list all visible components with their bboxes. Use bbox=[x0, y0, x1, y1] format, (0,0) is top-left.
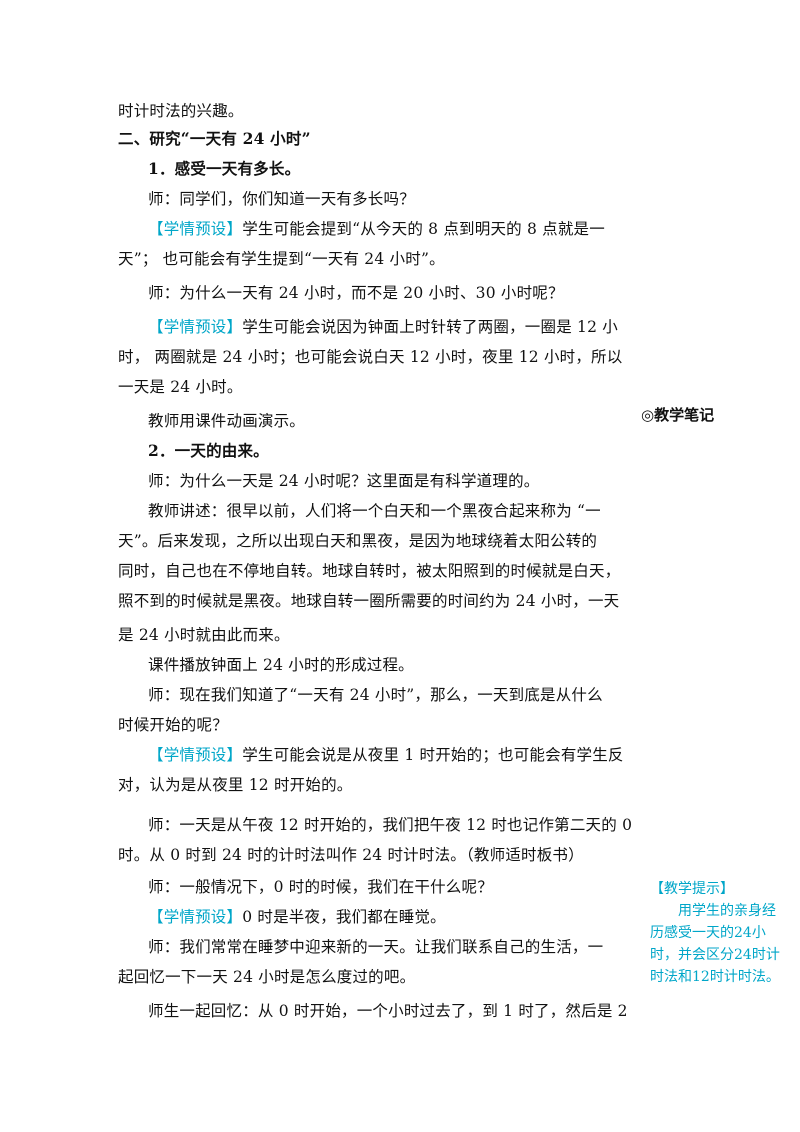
text-line: 课件播放钟面上 24 小时的形成过程。 bbox=[118, 654, 668, 676]
line-text: 时候开始的呢？ bbox=[118, 716, 228, 734]
text-line: 时计时法的兴趣。 bbox=[118, 100, 638, 122]
text-line: 【学情预设】0 时是半夜，我们都在睡觉。 bbox=[118, 906, 668, 928]
text-line: 时。从 0 时到 24 时的计时法叫作 24 时计时法。（教师适时板书） bbox=[118, 844, 638, 866]
text-line: 二、研究“一天有 24 小时” bbox=[118, 128, 638, 150]
line-text: 师生一起回忆：从 0 时开始，一个小时过去了，到 1 时了，然后是 2 bbox=[148, 1002, 628, 1020]
line-text: 师：为什么一天是 24 小时呢？这里面是有科学道理的。 bbox=[148, 472, 540, 490]
preset-tag: 【学情预设】 bbox=[148, 746, 243, 764]
text-line: 天”； 也可能会有学生提到“一天有 24 小时”。 bbox=[118, 248, 638, 270]
line-text: 一天是 24 小时。 bbox=[118, 378, 243, 396]
line-text: 同时，自己也在不停地自转。地球自转时，被太阳照到的时候就是白天， bbox=[118, 562, 621, 580]
text-line: 师：现在我们知道了“一天有 24 小时”，那么，一天到底是从什么 bbox=[118, 684, 668, 706]
teaching-notes-label: ◎教学笔记 bbox=[641, 406, 715, 424]
line-text: 学生可能会说因为钟面上时针转了两圈，一圈是 12 小 bbox=[242, 318, 618, 336]
line-text: 教师用课件动画演示。 bbox=[148, 412, 306, 430]
text-line: 教师用课件动画演示。 bbox=[118, 410, 668, 432]
text-line: 师生一起回忆：从 0 时开始，一个小时过去了，到 1 时了，然后是 2 bbox=[118, 1000, 668, 1022]
preset-tag: 【学情预设】 bbox=[148, 220, 243, 238]
line-text: 是 24 小时就由此而来。 bbox=[118, 626, 290, 644]
text-line: 【学情预设】学生可能会说是从夜里 1 时开始的；也可能会有学生反 bbox=[118, 744, 668, 766]
line-text: 师：为什么一天有 24 小时，而不是 20 小时、30 小时呢？ bbox=[148, 284, 564, 302]
line-text: 照不到的时候就是黑夜。地球自转一圈所需要的时间约为 24 小时，一天 bbox=[118, 592, 620, 610]
text-line: 一天是 24 小时。 bbox=[118, 376, 638, 398]
line-text: 二、研究“一天有 24 小时” bbox=[118, 129, 311, 148]
teaching-tip-body: 用学生的亲身经历感受一天的24小时，并会区分24时计时法和12时计时法。 bbox=[650, 903, 780, 985]
text-line: 时候开始的呢？ bbox=[118, 714, 638, 736]
text-line: 同时，自己也在不停地自转。地球自转时，被太阳照到的时候就是白天， bbox=[118, 560, 638, 582]
line-text: 师：一般情况下，0 时的时候，我们在干什么呢？ bbox=[148, 878, 493, 896]
text-line: 【学情预设】学生可能会提到“从今天的 8 点到明天的 8 点就是一 bbox=[118, 218, 668, 240]
line-text: 教师讲述：很早以前，人们将一个白天和一个黑夜合起来称为 “一 bbox=[148, 502, 601, 520]
preset-tag: 【学情预设】 bbox=[148, 908, 243, 926]
line-text: 师：我们常常在睡梦中迎来新的一天。让我们联系自己的生活，一 bbox=[148, 938, 604, 956]
line-text: 0 时是半夜，我们都在睡觉。 bbox=[242, 908, 446, 926]
text-line: 【学情预设】学生可能会说因为钟面上时针转了两圈，一圈是 12 小 bbox=[118, 316, 668, 338]
line-text: 天”； 也可能会有学生提到“一天有 24 小时”。 bbox=[118, 250, 445, 268]
text-line: 师：同学们，你们知道一天有多长吗？ bbox=[118, 188, 668, 210]
line-text: 师：一天是从午夜 12 时开始的，我们把午夜 12 时也记作第二天的 0 bbox=[148, 816, 633, 834]
teaching-tip-title: 【教学提示】 bbox=[650, 881, 734, 897]
text-line: 师：一般情况下，0 时的时候，我们在干什么呢？ bbox=[118, 876, 668, 898]
line-text: 1．感受一天有多长。 bbox=[148, 159, 301, 178]
line-text: 起回忆一下一天 24 小时是怎么度过的吧。 bbox=[118, 968, 416, 986]
line-text: 时， 两圈就是 24 小时；也可能会说白天 12 小时，夜里 12 小时，所以 bbox=[118, 348, 623, 366]
text-line: 师：一天是从午夜 12 时开始的，我们把午夜 12 时也记作第二天的 0 bbox=[118, 814, 668, 836]
text-line: 时， 两圈就是 24 小时；也可能会说白天 12 小时，夜里 12 小时，所以 bbox=[118, 346, 638, 368]
preset-tag: 【学情预设】 bbox=[148, 318, 243, 336]
text-line: 师：为什么一天是 24 小时呢？这里面是有科学道理的。 bbox=[118, 470, 668, 492]
text-line: 起回忆一下一天 24 小时是怎么度过的吧。 bbox=[118, 966, 638, 988]
text-line: 天”。后来发现，之所以出现白天和黑夜，是因为地球绕着太阳公转的 bbox=[118, 530, 638, 552]
text-line: 是 24 小时就由此而来。 bbox=[118, 624, 638, 646]
line-text: 时。从 0 时到 24 时的计时法叫作 24 时计时法。（教师适时板书） bbox=[118, 846, 584, 864]
line-text: 学生可能会提到“从今天的 8 点到明天的 8 点就是一 bbox=[242, 220, 605, 238]
text-line: 教师讲述：很早以前，人们将一个白天和一个黑夜合起来称为 “一 bbox=[118, 500, 668, 522]
text-line: 师：我们常常在睡梦中迎来新的一天。让我们联系自己的生活，一 bbox=[118, 936, 668, 958]
text-line: 照不到的时候就是黑夜。地球自转一圈所需要的时间约为 24 小时，一天 bbox=[118, 590, 638, 612]
text-line: 师：为什么一天有 24 小时，而不是 20 小时、30 小时呢？ bbox=[118, 282, 668, 304]
line-text: 2．一天的由来。 bbox=[148, 441, 269, 460]
text-line: 对，认为是从夜里 12 时开始的。 bbox=[118, 774, 638, 796]
line-text: 学生可能会说是从夜里 1 时开始的；也可能会有学生反 bbox=[242, 746, 624, 764]
line-text: 时计时法的兴趣。 bbox=[118, 102, 244, 120]
line-text: 师：现在我们知道了“一天有 24 小时”，那么，一天到底是从什么 bbox=[148, 686, 603, 704]
teaching-tip-box: 【教学提示】 用学生的亲身经历感受一天的24小时，并会区分24时计时法和12时计… bbox=[650, 878, 780, 988]
line-text: 天”。后来发现，之所以出现白天和黑夜，是因为地球绕着太阳公转的 bbox=[118, 532, 598, 550]
line-text: 对，认为是从夜里 12 时开始的。 bbox=[118, 776, 353, 794]
line-text: 课件播放钟面上 24 小时的形成过程。 bbox=[148, 656, 414, 674]
text-line: 2．一天的由来。 bbox=[118, 440, 668, 462]
line-text: 师：同学们，你们知道一天有多长吗？ bbox=[148, 190, 415, 208]
text-line: 1．感受一天有多长。 bbox=[118, 158, 668, 180]
